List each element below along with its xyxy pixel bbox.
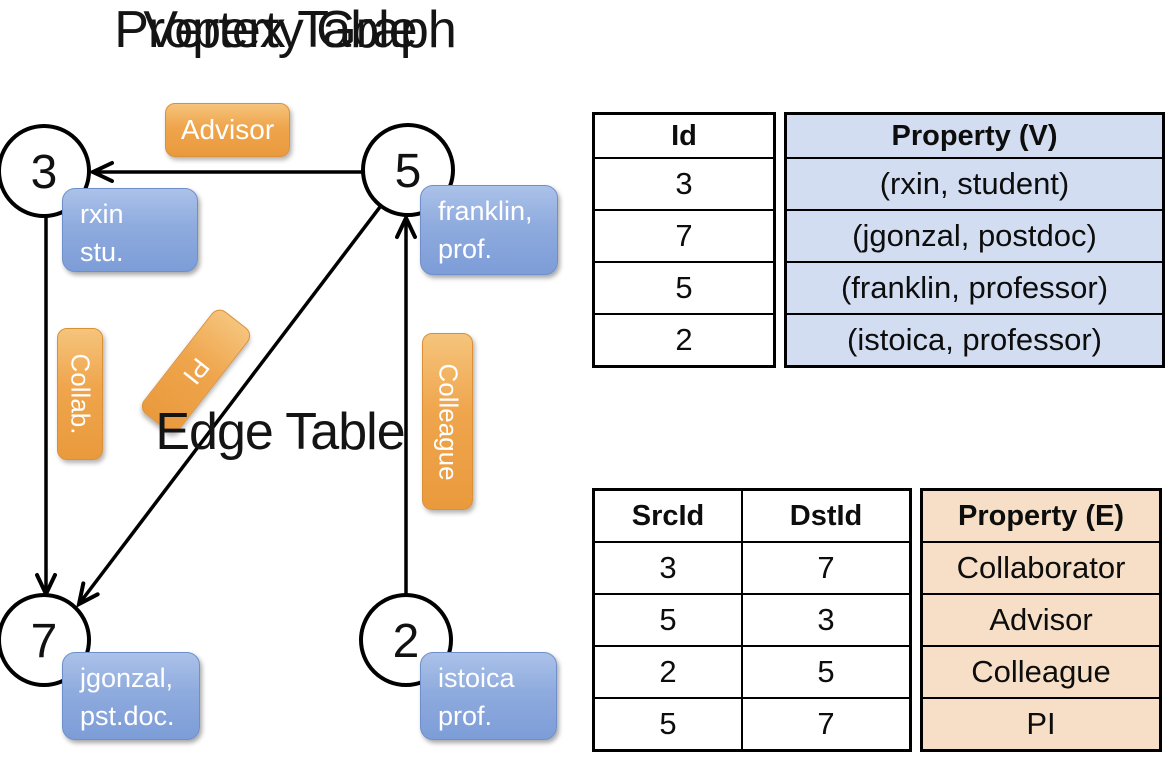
vertex-table-id-column: Id 3 7 5 2 xyxy=(592,112,776,368)
edge-cell-dstid: 7 xyxy=(741,697,909,749)
vertex-column-header-property: Property (V) xyxy=(891,119,1058,152)
edge-cell-property: PI xyxy=(923,697,1159,749)
vertex-cell-id: 7 xyxy=(595,209,773,261)
edge-cell-dstid: 3 xyxy=(741,593,909,645)
node-property-box-3: rxin stu. xyxy=(62,188,198,272)
vertex-cell-id: 5 xyxy=(595,261,773,313)
node-property-box-5: franklin, prof. xyxy=(420,185,558,275)
vertex-cell-property: (istoica, professor) xyxy=(787,313,1162,365)
node-property-line: pst.doc. xyxy=(80,701,175,731)
edge-table-title: Edge Table xyxy=(155,403,405,461)
node-id-label: 3 xyxy=(31,146,58,199)
edge-cell-srcid: 2 xyxy=(595,645,741,697)
node-id-label: 2 xyxy=(393,615,420,668)
node-property-line: prof. xyxy=(438,701,493,731)
vertex-cell-property: (rxin, student) xyxy=(787,157,1162,209)
edge-cell-srcid: 5 xyxy=(595,593,741,645)
edge-label-text: Advisor xyxy=(180,114,275,145)
edge-column-header-dstid: DstId xyxy=(741,491,909,541)
vertex-table: Id 3 7 5 2 Property (V) (rxin, student) … xyxy=(592,112,1165,368)
edge-label-colleague: Colleague xyxy=(422,333,473,510)
node-property-box-7: jgonzal, pst.doc. xyxy=(62,652,200,740)
node-id-label: 7 xyxy=(31,615,58,668)
node-property-line: jgonzal, xyxy=(80,663,174,693)
edge-cell-srcid: 5 xyxy=(595,697,741,749)
vertex-table-property-column: Property (V) (rxin, student) (jgonzal, p… xyxy=(784,112,1165,368)
edge-cell-dstid: 7 xyxy=(741,541,909,593)
node-property-line: istoica xyxy=(438,663,515,693)
edge-cell-property: Colleague xyxy=(923,645,1159,697)
edge-table: SrcId DstId 3 7 5 3 2 5 5 7 Property (E)… xyxy=(592,488,1162,752)
vertex-table-title: Vertex Table xyxy=(143,1,417,59)
vertex-cell-property: (franklin, professor) xyxy=(787,261,1162,313)
node-property-line: prof. xyxy=(438,234,493,264)
node-property-line: rxin xyxy=(80,199,124,229)
vertex-column-header-id: Id xyxy=(671,119,697,152)
edge-cell-srcid: 3 xyxy=(595,541,741,593)
edge-column-header-srcid: SrcId xyxy=(631,499,705,532)
node-property-box-2: istoica prof. xyxy=(420,652,557,740)
vertex-cell-id: 3 xyxy=(595,157,773,209)
edge-cell-property: Collaborator xyxy=(923,541,1159,593)
edge-column-header-property: Property (E) xyxy=(958,499,1124,532)
edge-cell-property: Advisor xyxy=(923,593,1159,645)
edge-label-text: PI xyxy=(177,352,216,391)
edge-arrow-5-to-7 xyxy=(79,168,410,604)
node-property-line: franklin, xyxy=(438,196,533,226)
node-property-line: stu. xyxy=(80,237,124,267)
vertex-cell-property: (jgonzal, postdoc) xyxy=(787,209,1162,261)
edge-label-advisor: Advisor xyxy=(165,103,290,157)
property-graph-title: Property Graph xyxy=(114,1,457,59)
edge-table-src-dst-columns: SrcId DstId 3 7 5 3 2 5 5 7 xyxy=(592,488,912,752)
vertex-cell-id: 2 xyxy=(595,313,773,365)
node-id-label: 5 xyxy=(395,145,422,198)
edge-table-property-column: Property (E) Collaborator Advisor Collea… xyxy=(920,488,1162,752)
edge-cell-dstid: 5 xyxy=(741,645,909,697)
edge-label-collab: Collab. xyxy=(57,328,103,460)
